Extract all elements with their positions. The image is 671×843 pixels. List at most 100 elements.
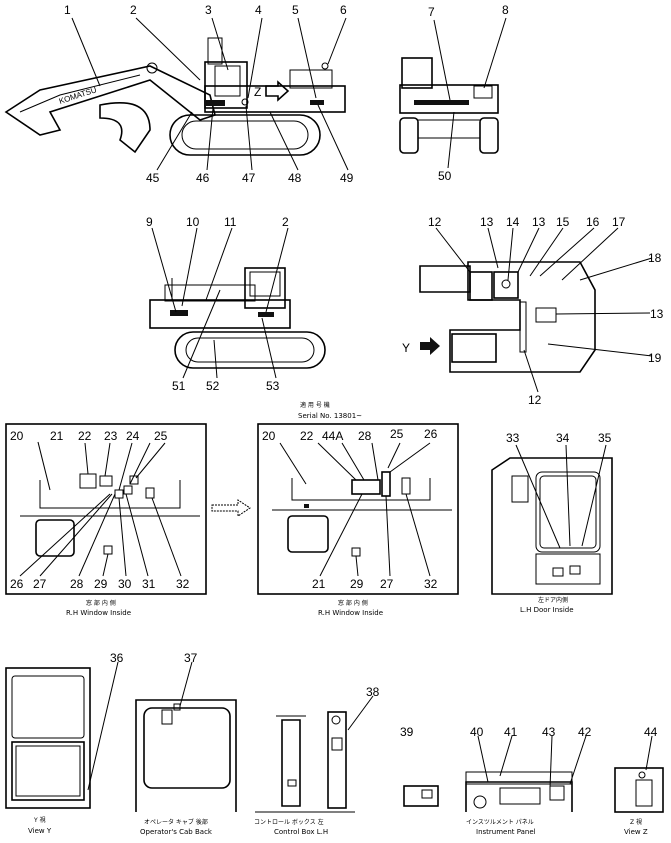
- caption-ip-jp: インスツルメント パネル: [466, 819, 534, 826]
- caption-lh-en: L.H Door Inside: [520, 606, 574, 614]
- view-z: [614, 767, 664, 813]
- callout-27a: 27: [33, 577, 47, 591]
- callout-13a: 13: [480, 215, 494, 229]
- callout-18: 18: [648, 251, 662, 265]
- callout-46: 46: [196, 171, 210, 185]
- caption-cab-jp: オペレータ キャブ 後部: [144, 818, 208, 826]
- callout-29b: 29: [350, 577, 364, 591]
- callout-26a: 26: [10, 577, 24, 591]
- callout-33: 33: [506, 431, 520, 445]
- callout-44: 44: [644, 725, 658, 739]
- caption-vz-en: View Z: [624, 828, 648, 836]
- callout-16: 16: [586, 215, 600, 229]
- caption-cb-en: Control Box L.H: [274, 828, 328, 836]
- callout-44A: 44A: [322, 429, 343, 443]
- callout-43: 43: [542, 725, 556, 739]
- callout-23: 23: [104, 429, 118, 443]
- callout-3: 3: [205, 3, 212, 17]
- callout-20a: 20: [10, 429, 24, 443]
- callout-17: 17: [612, 215, 626, 229]
- callout-7: 7: [428, 5, 435, 19]
- caption-vz-jp: Z 視: [630, 818, 642, 826]
- z-arrow-label: Z: [254, 85, 261, 99]
- serial-jp: 適 用 号 機: [300, 401, 330, 409]
- callout-40: 40: [470, 725, 484, 739]
- serial-text: Serial No. 13801~: [298, 412, 362, 420]
- callout-25b: 25: [390, 427, 404, 441]
- callout-29a: 29: [94, 577, 108, 591]
- callout-2b: 2: [282, 215, 289, 229]
- callout-41: 41: [504, 725, 518, 739]
- callout-32a: 32: [176, 577, 190, 591]
- callout-38: 38: [366, 685, 380, 699]
- excavator-side-view: KOMATSU Z: [4, 37, 346, 156]
- callout-47: 47: [242, 171, 256, 185]
- operators-cab-back: [135, 699, 237, 812]
- callout-4: 4: [255, 3, 262, 17]
- callout-28a: 28: [70, 577, 84, 591]
- callout-26b: 26: [424, 427, 438, 441]
- caption-cab-en: Operator's Cab Back: [140, 828, 213, 836]
- callout-5: 5: [292, 3, 299, 17]
- caption-rh2-jp: 窓 部 内 側: [338, 599, 368, 607]
- callout-51: 51: [172, 379, 186, 393]
- caption-ip-en: Instrument Panel: [476, 828, 536, 836]
- y-arrow-label: Y: [402, 341, 410, 355]
- rh-window-inside-2: [257, 423, 459, 595]
- callout-48: 48: [288, 171, 302, 185]
- view-y: [5, 667, 91, 809]
- callout-36: 36: [110, 651, 124, 665]
- rh-window-inside-1: [5, 423, 207, 595]
- transition-arrow: [211, 499, 251, 517]
- callout-42: 42: [578, 725, 592, 739]
- callout-28b: 28: [358, 429, 372, 443]
- caption-rh1-jp: 窓 部 内 側: [86, 599, 116, 607]
- callout-50: 50: [438, 169, 452, 183]
- callout-11: 11: [224, 215, 237, 229]
- callout-22b: 22: [300, 429, 314, 443]
- callout-27b: 27: [380, 577, 394, 591]
- callout-21a: 21: [50, 429, 64, 443]
- callout-14: 14: [506, 215, 520, 229]
- leader-lines: [19, 17, 653, 791]
- callout-35: 35: [598, 431, 612, 445]
- callout-8: 8: [502, 3, 509, 17]
- caption-cb-jp: コントロール ボックス 左: [254, 818, 324, 826]
- caption-rh2-en: R.H Window Inside: [318, 609, 383, 617]
- callout-22a: 22: [78, 429, 92, 443]
- callout-9: 9: [146, 215, 153, 229]
- callout-21b: 21: [312, 577, 326, 591]
- callout-12b: 12: [528, 393, 542, 407]
- callout-2: 2: [130, 3, 137, 17]
- callout-20b: 20: [262, 429, 276, 443]
- callout-13c: 13: [650, 307, 664, 321]
- caption-vy-en: View Y: [28, 827, 52, 835]
- excavator-left-view: [149, 267, 326, 369]
- callout-15: 15: [556, 215, 570, 229]
- lh-door-inside: [491, 457, 613, 595]
- excavator-top-view: Y: [402, 261, 596, 373]
- callout-32b: 32: [424, 577, 438, 591]
- callout-34: 34: [556, 431, 570, 445]
- callout-30: 30: [118, 577, 132, 591]
- callout-10: 10: [186, 215, 200, 229]
- instrument-panel: [403, 771, 573, 812]
- callout-39: 39: [400, 725, 414, 739]
- callout-37: 37: [184, 651, 198, 665]
- captions: 窓 部 内 側 R.H Window Inside 窓 部 内 側 R.H Wi…: [28, 596, 648, 836]
- callout-49: 49: [340, 171, 354, 185]
- callout-53: 53: [266, 379, 280, 393]
- caption-rh1-en: R.H Window Inside: [66, 609, 131, 617]
- callout-1: 1: [64, 3, 71, 17]
- callout-12a: 12: [428, 215, 442, 229]
- callout-25a: 25: [154, 429, 168, 443]
- callout-24: 24: [126, 429, 140, 443]
- callout-31: 31: [142, 577, 156, 591]
- callout-19: 19: [648, 351, 662, 365]
- callout-45: 45: [146, 171, 160, 185]
- excavator-rear-view: [399, 57, 499, 154]
- callout-numbers: 1 2 3 4 5 6 7 8 45 46 47 48 49 50 9 10 1…: [10, 3, 664, 739]
- control-box-lh: [255, 711, 355, 813]
- callout-52: 52: [206, 379, 220, 393]
